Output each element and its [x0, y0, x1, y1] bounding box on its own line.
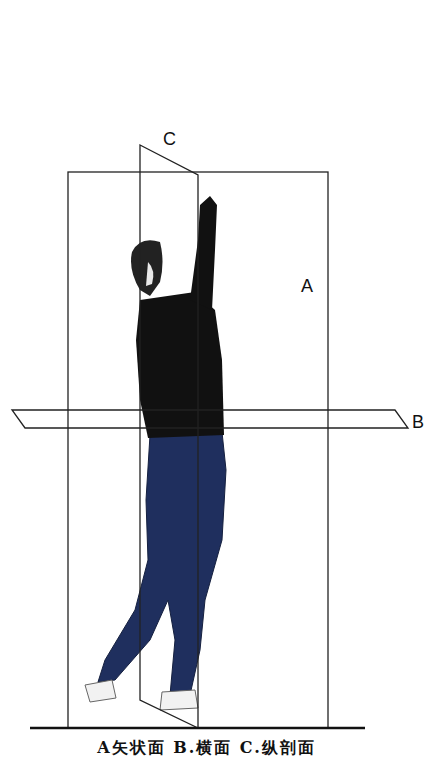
arm — [190, 196, 217, 310]
face — [146, 262, 153, 286]
plane-b — [12, 410, 408, 428]
jeans — [98, 432, 226, 695]
torso — [136, 292, 224, 438]
head — [131, 240, 163, 296]
caption: A矢状面 B.横面 C.纵剖面 — [97, 738, 316, 757]
person-figure — [85, 196, 226, 710]
plane-letter: A — [301, 277, 313, 295]
plane-c — [140, 145, 198, 728]
shoe — [85, 680, 116, 702]
plane-letter: B — [412, 413, 424, 431]
shoe — [160, 690, 198, 710]
ground-line — [30, 727, 365, 730]
plane-letter: C — [163, 130, 176, 148]
